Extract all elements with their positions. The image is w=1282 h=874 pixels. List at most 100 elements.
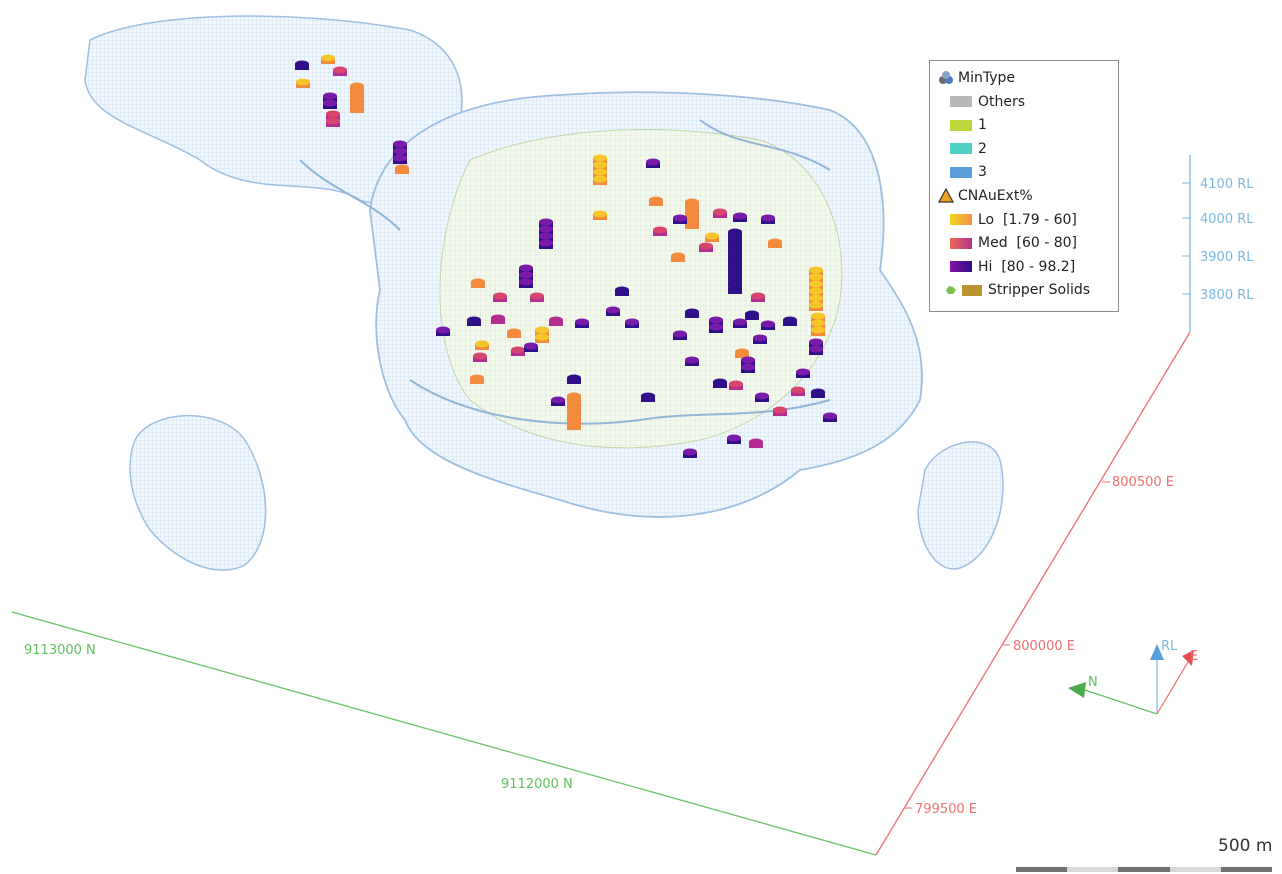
drillhole-disc [811, 326, 825, 334]
rl-label-4: 3800 RL [1200, 288, 1254, 303]
drillhole-disc [593, 154, 607, 162]
drillhole-disc [519, 264, 533, 272]
drillhole-disc [741, 363, 755, 371]
drillhole-disc [326, 110, 340, 118]
drillhole-disc [539, 225, 553, 233]
drillhole-disc [729, 380, 743, 388]
drillhole-disc [593, 161, 607, 169]
drillhole-disc [511, 346, 525, 354]
drillhole-disc [685, 198, 699, 206]
drillhole-disc [567, 374, 581, 382]
legend-mintype-header: MinType [938, 66, 1110, 90]
drillhole-disc [539, 239, 553, 247]
drillhole-disc [393, 154, 407, 162]
drillhole-disc [539, 232, 553, 240]
drillhole-disc [761, 320, 775, 328]
scale-bar [1016, 867, 1273, 872]
drillhole-disc [773, 406, 787, 414]
drillhole-disc [751, 292, 765, 300]
drillhole-disc [615, 286, 629, 294]
swatch-1 [950, 119, 972, 131]
drillhole-disc [823, 412, 837, 420]
drillhole-disc [768, 238, 782, 246]
legend-item-others: Others [938, 90, 1110, 114]
drillhole-disc [549, 316, 563, 324]
legend-item-2: 2 [938, 137, 1110, 161]
drillhole-disc [683, 448, 697, 456]
drillhole-disc [728, 249, 742, 257]
drillhole-disc [811, 388, 825, 396]
drillhole-disc [551, 396, 565, 404]
drillhole-disc [791, 386, 805, 394]
drillhole-disc [809, 266, 823, 274]
drillhole-markers[interactable] [295, 54, 837, 459]
drillhole-disc [733, 318, 747, 326]
drillhole-disc [535, 333, 549, 341]
drillhole-disc [350, 89, 364, 97]
compass-rl-label: RL [1161, 639, 1178, 654]
drillhole-disc [809, 345, 823, 353]
drillhole-disc [467, 316, 481, 324]
drillhole-disc [507, 328, 521, 336]
solid-west-pod [129, 414, 267, 571]
drillhole-disc [811, 319, 825, 327]
drillhole-disc [593, 210, 607, 218]
drillhole-disc [709, 323, 723, 331]
drillhole-disc [567, 392, 581, 400]
legend-cnauext-header: CNAuExt% [938, 184, 1110, 208]
drillhole-disc [685, 205, 699, 213]
drillhole-disc [606, 306, 620, 314]
drillhole-disc [471, 278, 485, 286]
drillhole-disc [470, 374, 484, 382]
drillhole-disc [333, 66, 347, 74]
drillhole-disc [733, 212, 747, 220]
drillhole-disc [567, 406, 581, 414]
drillhole-disc [350, 103, 364, 111]
scale-bar-label: 500 m [1218, 836, 1273, 856]
drillhole-disc [728, 256, 742, 264]
drillhole-disc [436, 326, 450, 334]
legend-item-1: 1 [938, 114, 1110, 138]
orientation-compass[interactable]: N RL E [1068, 639, 1198, 715]
drillhole-disc [653, 226, 667, 234]
drillhole-disc [727, 434, 741, 442]
compass-n-label: N [1088, 675, 1098, 690]
drillhole-disc [295, 60, 309, 68]
legend-panel: MinType Others 1 2 3 CNAuExt% Lo [1.79 -… [929, 60, 1119, 312]
drillhole-disc [728, 277, 742, 285]
drillhole-disc [713, 208, 727, 216]
drillhole-disc [685, 356, 699, 364]
drillhole-disc [567, 399, 581, 407]
drillhole-disc [783, 316, 797, 324]
mintype-group-icon [938, 70, 954, 86]
drillhole-disc [728, 242, 742, 250]
axis-lines [11, 155, 1191, 856]
drillhole-disc [646, 158, 660, 166]
warning-triangle-icon [938, 188, 954, 204]
drillhole-disc [749, 438, 763, 446]
drillhole-disc [535, 326, 549, 334]
drillhole-disc [649, 196, 663, 204]
northing-label-2: 9112000 N [501, 777, 573, 792]
drillhole-disc [519, 278, 533, 286]
rl-label-1: 4100 RL [1200, 177, 1254, 192]
stripper-solids-icon [944, 284, 958, 296]
drillhole-disc [530, 292, 544, 300]
drillhole-disc [705, 232, 719, 240]
drillhole-disc [625, 318, 639, 326]
drillhole-disc [728, 270, 742, 278]
drillhole-disc [575, 318, 589, 326]
northing-axis-line [11, 611, 877, 856]
drillhole-disc [685, 219, 699, 227]
compass-north-arrow-icon [1068, 682, 1086, 698]
drillhole-disc [473, 352, 487, 360]
drillhole-disc [539, 218, 553, 226]
compass-e-label: E [1190, 649, 1198, 664]
drillhole-disc [809, 280, 823, 288]
drillhole-disc [326, 117, 340, 125]
drillhole-disc [809, 287, 823, 295]
drillhole-disc [685, 308, 699, 316]
swatch-stripper [962, 284, 982, 296]
axis-labels: 9113000 N 9112000 N 800500 E 800000 E 79… [24, 177, 1254, 817]
